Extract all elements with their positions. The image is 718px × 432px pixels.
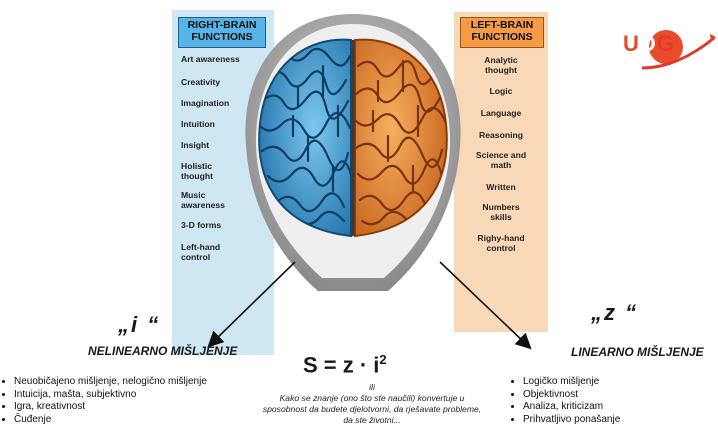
- right-function-item: Music awareness: [181, 190, 241, 210]
- list-item: Prihvatljivo ponašanje: [523, 414, 620, 427]
- right-function-item: 3-D forms: [181, 220, 221, 230]
- i-label: „i “: [118, 312, 160, 338]
- nonlinear-list: Neuobičajeno mišljenje, nelogično mišlje…: [0, 376, 207, 426]
- logo-letter: D: [640, 31, 657, 56]
- brain-illustration: [238, 6, 468, 306]
- middle-explanation: ili Kako se znanje (ono što ste naučili)…: [262, 382, 482, 426]
- left-function-item: Language: [454, 108, 548, 118]
- left-function-item: Numbers skills: [454, 202, 548, 222]
- left-function-item: Science and math: [454, 150, 548, 170]
- right-function-item: Left-hand control: [181, 242, 241, 262]
- formula: S = z · i2: [303, 352, 387, 378]
- left-function-item: Reasoning: [454, 130, 548, 140]
- left-function-item: Written: [454, 182, 548, 192]
- right-function-item: Holistic thought: [181, 161, 241, 181]
- logo-letter: G: [657, 31, 675, 56]
- linear-heading: LINEARNO MIŠLJENJE: [571, 345, 704, 359]
- udg-logo: UDG: [623, 31, 675, 57]
- formula-main: S = z · i: [303, 352, 379, 377]
- list-item: Objektivnost: [523, 389, 620, 402]
- right-function-item: Insight: [181, 140, 209, 150]
- list-item: Intuicija, mašta, subjektivno: [14, 389, 207, 402]
- right-function-item: Intuition: [181, 119, 215, 129]
- middle-text: Kako se znanje (ono što ste naučili) kon…: [263, 393, 481, 425]
- right-function-item: Imagination: [181, 98, 229, 108]
- left-function-item: Logic: [454, 86, 548, 96]
- list-item: Neuobičajeno mišljenje, nelogično mišlje…: [14, 376, 207, 389]
- left-function-item: Righy-hand control: [454, 233, 548, 253]
- list-item: Čuđenje: [14, 414, 207, 427]
- list-item: Igra, kreativnost: [14, 401, 207, 414]
- right-function-item: Creativity: [181, 77, 220, 87]
- right-function-item: Art awareness: [181, 54, 240, 64]
- linear-list: Logičko mišljenje Objektivnost Analiza, …: [509, 376, 620, 426]
- list-item: Logičko mišljenje: [523, 376, 620, 389]
- ili-text: ili: [262, 382, 482, 393]
- formula-exponent: 2: [379, 352, 386, 367]
- logo-letter: U: [623, 31, 640, 56]
- nonlinear-heading: NELINEARNO MIŠLJENJE: [88, 344, 237, 358]
- list-item: Analiza, kriticizam: [523, 401, 620, 414]
- left-brain-header: LEFT-BRAIN FUNCTIONS: [460, 17, 544, 48]
- left-function-item: Analytic thought: [454, 55, 548, 75]
- z-label: „z “: [591, 300, 638, 326]
